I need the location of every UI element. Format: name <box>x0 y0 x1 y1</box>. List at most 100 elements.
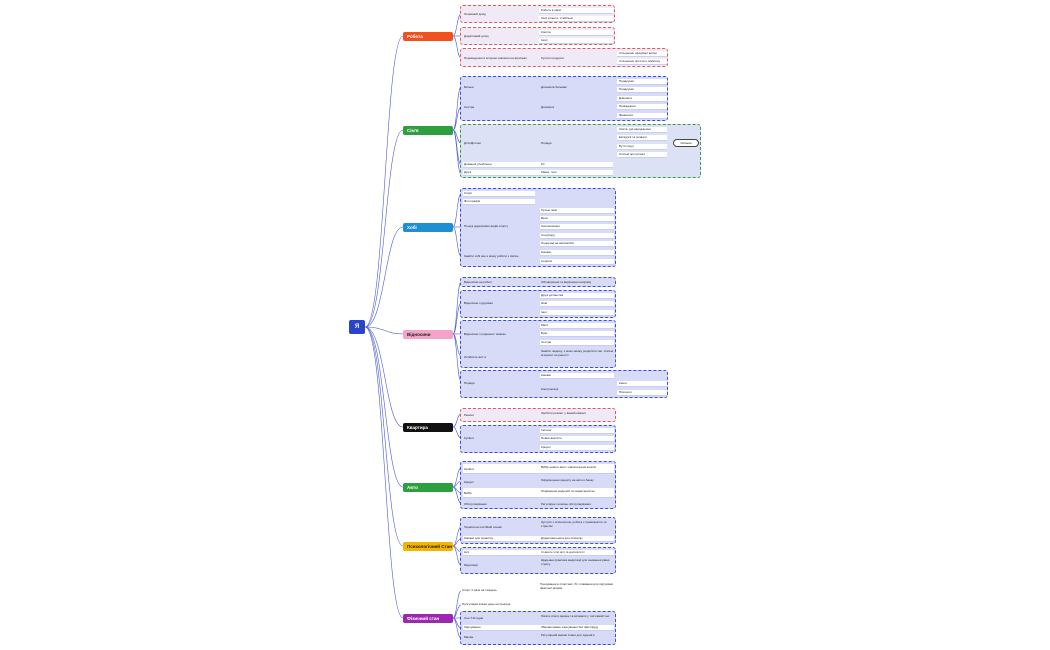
family-c3[interactable]: Бути поруч <box>619 145 635 148</box>
hobby-search[interactable]: Пошук додаткових видів спорту <box>464 225 508 228</box>
family-children[interactable]: Діти/Діточки <box>464 142 481 145</box>
car-service-desc[interactable]: Регулярне технічне обслуговування <box>541 503 591 506</box>
family-sister[interactable]: Сестра <box>464 106 475 109</box>
relations-r3b[interactable]: Знайти людину, з якою зможу розділити ча… <box>541 350 614 357</box>
work-office[interactable]: Робота в офісі <box>541 9 562 12</box>
psycho-therapy[interactable]: Терапія на постійній основі <box>464 526 502 529</box>
work-create-1[interactable]: Створення офіційної вилки <box>619 52 657 55</box>
physical-sleep-desc[interactable]: Лягати спати раніше та вставати у той са… <box>541 615 610 618</box>
flat-repair-desc[interactable]: Зробити ремонт у ванній кімнаті <box>541 412 586 415</box>
relations-r4d[interactable]: Психолог <box>619 391 632 394</box>
hobby-sport[interactable]: Спорт <box>464 192 473 195</box>
work-buy[interactable]: Купити продукти <box>541 57 564 60</box>
flat-b1[interactable]: Іпотека <box>541 429 552 432</box>
relations-advice[interactable]: Поради <box>464 382 475 385</box>
relations-r1c[interactable]: Інші <box>541 311 547 314</box>
family-parents[interactable]: Батьки <box>464 86 474 89</box>
relations-r4c[interactable]: Книги <box>619 382 627 385</box>
car-service[interactable]: Обслуговування <box>464 503 487 506</box>
psycho-books[interactable]: Книжки для розвитку <box>464 537 494 540</box>
physical-sport-desc[interactable]: Тренування в спортзалі, біг, плавання дл… <box>540 582 614 590</box>
family-c2[interactable]: Екскурсії та розваги <box>619 136 647 139</box>
hobby-family[interactable]: Знайти хобі яке я можу робити з сім'єю <box>464 255 519 258</box>
family-friends[interactable]: Друзі <box>464 171 472 174</box>
relations-r1a[interactable]: Друзі дитинства <box>541 294 564 297</box>
psycho-meditation[interactable]: Медитації <box>464 564 478 567</box>
psycho-therapy-desc[interactable]: Зустрічі з психологом, робота з тривожні… <box>541 521 607 528</box>
hobby-f2[interactable]: Серіали <box>541 260 553 263</box>
flat-repair[interactable]: Ремонт <box>464 414 475 417</box>
relations-family[interactable]: Відносини з родиною / мамою <box>464 333 506 336</box>
psycho-meditation-desc[interactable]: Щоденна практика медитації для зниження … <box>541 559 610 566</box>
flat-b2[interactable]: Повна вартість <box>541 437 562 440</box>
relations-r2c[interactable]: Сестра <box>541 341 552 344</box>
flat-b3[interactable]: Кредит <box>541 446 551 449</box>
branch-psycho[interactable]: Психологічний Стан <box>403 542 453 551</box>
branch-work[interactable]: Робота <box>403 32 453 41</box>
psycho-goals-desc[interactable]: Ставити чіткі цілі та досягати їх <box>541 551 585 554</box>
branch-flat[interactable]: Квартира <box>403 423 453 432</box>
family-mom-dad[interactable]: Мама, тато <box>541 171 557 174</box>
physical-massage-desc[interactable]: Регулярний масаж спини для здоров'я <box>541 634 595 637</box>
car-choice-desc[interactable]: Порівняння моделей та характеристик <box>541 490 595 493</box>
root-node[interactable]: Я <box>349 320 365 334</box>
work-extra-income[interactable]: Додатковий дохід <box>464 35 489 38</box>
family-c1[interactable]: Свята, дні народження <box>619 128 651 131</box>
relations-r2a[interactable]: Мати <box>541 324 549 327</box>
branch-hobby[interactable]: Хобі <box>403 223 453 232</box>
car-choice[interactable]: Вибір <box>464 492 472 495</box>
family-r2[interactable]: Подарунки <box>619 88 634 91</box>
hobby-f1[interactable]: Книжки <box>541 251 552 254</box>
work-crypto[interactable]: Крипта <box>541 31 551 34</box>
relations-friends[interactable]: Відносини з друзями <box>464 302 493 305</box>
work-transfer[interactable]: Переведення в інтернет-магазин на фрілан… <box>464 57 527 60</box>
branch-car[interactable]: Авто <box>403 483 453 492</box>
family-help-parents[interactable]: Допомога батькам <box>541 86 567 89</box>
physical-sport[interactable]: Спорт 3 рази на тиждень <box>462 588 497 592</box>
flat-buy[interactable]: Купівля <box>464 437 475 440</box>
physical-food[interactable]: Харчування <box>464 626 481 629</box>
car-credit-desc[interactable]: Оформлення кредиту на авто в банку <box>541 479 594 482</box>
car-credit[interactable]: Кредит <box>464 481 474 484</box>
family-cat[interactable]: Кіт <box>541 163 545 166</box>
physical-walks[interactable]: Прогулянки кожен день на природі <box>462 602 511 606</box>
work-main-income[interactable]: Основний дохід <box>464 13 486 16</box>
relations-r1b[interactable]: Нові <box>541 302 548 305</box>
branch-family[interactable]: Сім'я <box>403 126 453 135</box>
family-help[interactable]: Допомога <box>541 106 555 109</box>
hobby-group: Спорт Фотографія Пошук додаткових видів … <box>460 188 616 267</box>
relations-personal[interactable]: Особисте життя <box>464 356 487 359</box>
relations-work-solve[interactable]: Обговорення та вирішення напряму <box>541 281 592 284</box>
work-stocks[interactable]: Акції <box>541 39 548 42</box>
work-create-2[interactable]: Створення простого шаблону <box>619 60 661 63</box>
relations-r2b[interactable]: Брат <box>541 332 548 335</box>
hobby-photo[interactable]: Фотографія <box>464 200 481 203</box>
branch-physical[interactable]: Фізичний стан <box>403 614 453 623</box>
psycho-goals[interactable]: Цілі <box>464 551 470 554</box>
hobby-s5[interactable]: Подорожі на автомобілі <box>541 242 574 245</box>
hobby-s1[interactable]: Гірські лижі <box>541 209 557 212</box>
relations-r4a[interactable]: Книжки <box>541 374 552 377</box>
relations-r4b[interactable]: Консультації <box>541 388 559 391</box>
physical-food-desc[interactable]: Збалансоване харчування без фастфуду <box>541 626 599 629</box>
work-clients[interactable]: Свої клієнти, стабільно <box>541 17 574 20</box>
family-r1[interactable]: Подарунки <box>619 80 634 83</box>
hobby-s4[interactable]: Сноуборд <box>541 234 555 237</box>
psycho-books-desc[interactable]: Додаткова книга для розвитку <box>541 537 583 540</box>
branch-relations[interactable]: Відносини <box>403 330 453 339</box>
family-together[interactable]: Спільно <box>673 139 699 147</box>
physical-massage[interactable]: Масаж <box>464 636 474 639</box>
family-c4[interactable]: Спільні прогулянки <box>619 153 646 156</box>
hobby-s3[interactable]: Скелелазіння <box>541 225 560 228</box>
car-buy-desc[interactable]: Вибір нового авто і накопичення коштів <box>541 466 596 469</box>
hobby-s2[interactable]: Вело <box>541 217 549 220</box>
family-pets[interactable]: Домашні улюбленці <box>464 163 492 166</box>
car-buy[interactable]: Купівля <box>464 468 475 471</box>
cell <box>617 104 667 110</box>
relations-work[interactable]: Відносини на роботі <box>464 281 492 284</box>
family-r3[interactable]: Дзвонити <box>619 97 633 100</box>
family-advice[interactable]: Поради <box>541 142 552 145</box>
family-r5[interactable]: Фінансово <box>619 114 634 117</box>
family-r4[interactable]: Приїжджати <box>619 105 636 108</box>
physical-sleep[interactable]: Сон 7-8 годин <box>464 617 484 620</box>
